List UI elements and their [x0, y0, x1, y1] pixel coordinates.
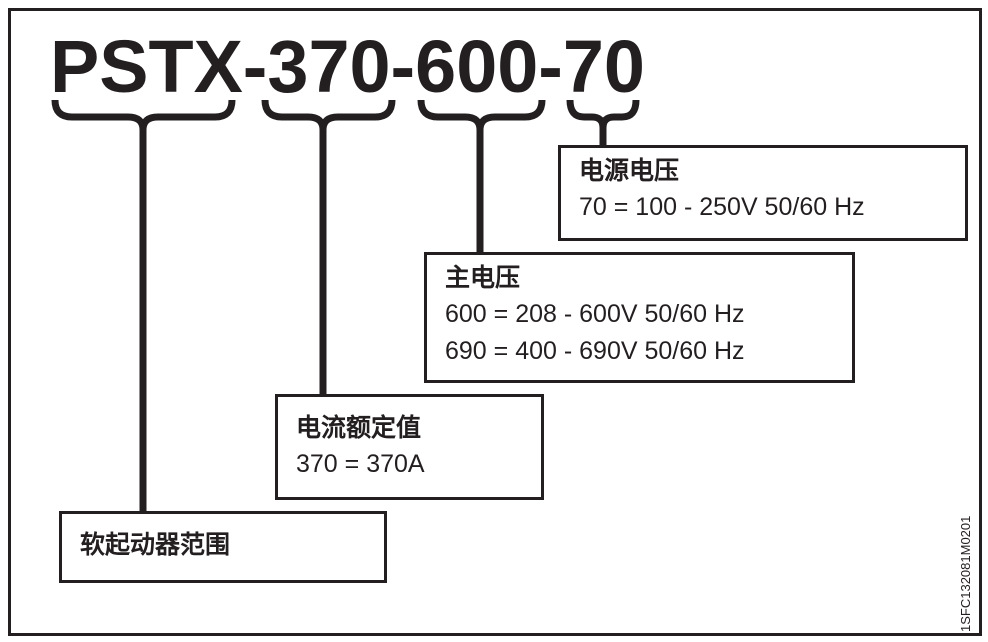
supply-voltage-box: 电源电压 70 = 100 - 250V 50/60 Hz: [558, 145, 968, 241]
softstarter-range-box: 软起动器范围: [59, 511, 387, 583]
type-code-title: PSTX-370-600-70: [50, 25, 645, 108]
main-voltage-title: 主电压: [445, 263, 521, 292]
main-voltage-box: 主电压 600 = 208 - 600V 50/60 Hz 690 = 400 …: [424, 252, 855, 383]
rated-current-line: 370 = 370A: [296, 450, 425, 478]
main-voltage-line: 600 = 208 - 600V 50/60 Hz: [445, 300, 745, 328]
rated-current-title: 电流额定值: [296, 413, 422, 442]
outer-border: [8, 8, 982, 636]
softstarter-range-title: 软起动器范围: [80, 530, 231, 559]
main-voltage-line: 690 = 400 - 690V 50/60 Hz: [445, 337, 745, 365]
supply-voltage-line: 70 = 100 - 250V 50/60 Hz: [579, 193, 865, 221]
rated-current-box: 电流额定值 370 = 370A: [275, 394, 544, 500]
supply-voltage-title: 电源电压: [579, 156, 680, 185]
document-code: 1SFC132081M0201: [958, 515, 973, 632]
